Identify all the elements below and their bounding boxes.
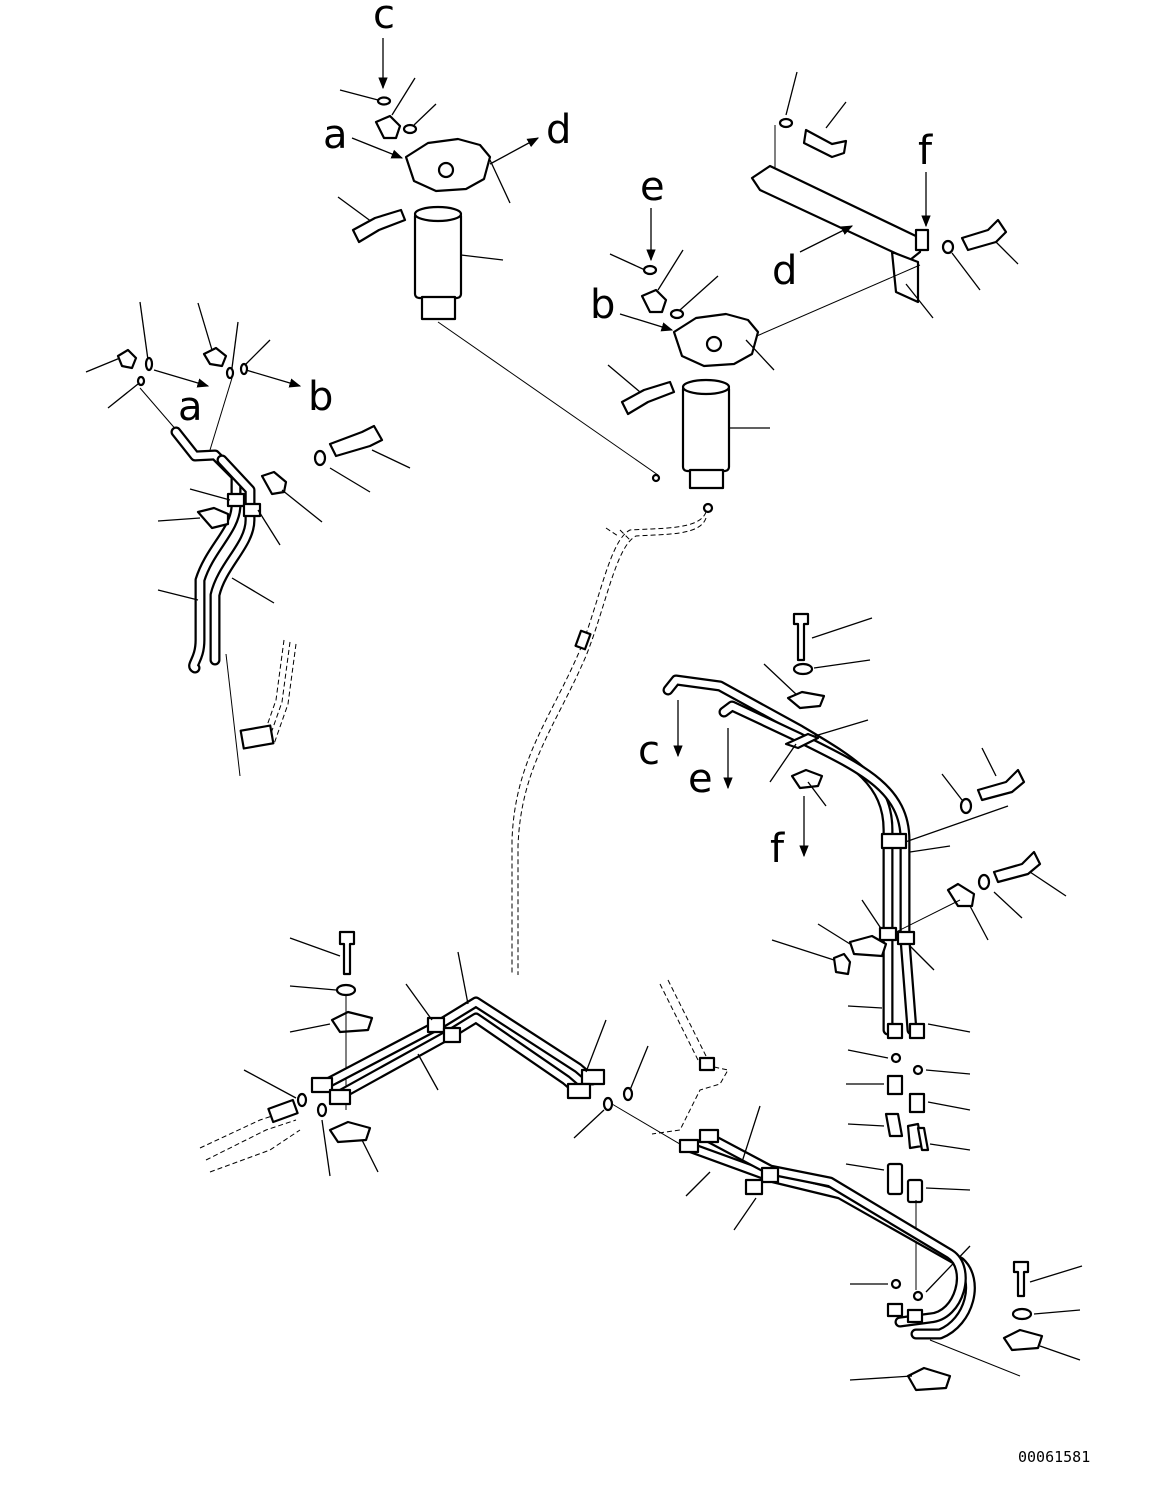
- nipple-icon: [886, 1162, 904, 1196]
- washer-icon: [335, 983, 357, 997]
- bolt-icon: [992, 850, 1042, 884]
- sleeve-icon: [884, 1112, 904, 1138]
- clamp-icon: [196, 506, 230, 530]
- o-ring-icon: [376, 96, 392, 106]
- adapter-icon: [886, 1074, 904, 1096]
- o-ring-icon: [890, 1052, 902, 1064]
- nut-icon: [678, 1138, 700, 1154]
- filter-assembly-right: e b: [590, 164, 775, 514]
- right-pipe-assembly: c e f: [638, 612, 1067, 1302]
- connector-icon: [239, 724, 275, 750]
- ref-letter-e-right: e: [688, 756, 713, 802]
- filter-assembly-left: c a d: [323, 0, 659, 476]
- fuel-filter-cartridge-icon: [413, 210, 463, 300]
- bolt-icon: [976, 768, 1026, 802]
- ref-letter-c-right: c: [638, 728, 660, 774]
- clamp-icon: [330, 1010, 374, 1034]
- drain-hose: [511, 511, 707, 975]
- clamp-icon: [698, 1056, 716, 1072]
- connector-icon: [116, 348, 138, 370]
- clamp-icon: [946, 882, 976, 908]
- ref-letter-f-top: f: [918, 128, 933, 174]
- ref-letter-f-right: f: [770, 826, 785, 872]
- ref-letter-c-top: c: [373, 0, 395, 38]
- ref-letter-e-top: e: [640, 164, 665, 210]
- ref-letter-b-left: b: [308, 374, 333, 420]
- ref-letter-d-top: d: [546, 107, 571, 153]
- clamp-icon: [426, 1016, 446, 1034]
- clamp-icon: [328, 1120, 372, 1144]
- lower-pipe-assembly: [199, 930, 1083, 1392]
- washer-icon: [792, 662, 814, 676]
- clamp-icon: [226, 492, 246, 508]
- nut-icon: [832, 952, 852, 976]
- nut-icon: [310, 1076, 334, 1094]
- bracket-icon: [750, 164, 922, 262]
- ref-letter-d-right: d: [772, 248, 797, 294]
- drawing-code: 00061581: [1018, 1448, 1090, 1466]
- left-pipe-assembly: b a: [85, 301, 411, 777]
- washer-icon: [959, 797, 973, 815]
- bolt-icon: [351, 208, 407, 244]
- ref-letter-b-head: b: [590, 282, 615, 328]
- washer-icon: [778, 117, 794, 129]
- fuel-filter-cartridge-icon: [681, 383, 731, 473]
- washer-icon: [313, 449, 327, 467]
- bolt-icon: [338, 930, 356, 976]
- clamp-icon: [790, 768, 824, 790]
- ref-letter-a-head: a: [323, 112, 348, 158]
- clamp-icon: [906, 1366, 952, 1392]
- washer-icon: [1011, 1307, 1033, 1321]
- nut-icon: [580, 1068, 606, 1086]
- bolt-icon: [1012, 1260, 1030, 1298]
- bolt-icon: [328, 424, 384, 458]
- clamp-icon: [1002, 1328, 1044, 1352]
- elbow-fitting-icon: [640, 288, 668, 314]
- clamp-icon: [260, 470, 288, 496]
- bolt-icon: [802, 128, 848, 159]
- bolt-icon: [792, 612, 810, 662]
- ref-letter-a-left: a: [178, 384, 203, 430]
- elbow-fitting-icon: [374, 114, 402, 140]
- mounting-bracket-assembly: f d: [719, 71, 1019, 353]
- connector-icon: [202, 346, 228, 368]
- clamp-icon: [786, 690, 826, 710]
- bolt-icon: [620, 380, 676, 416]
- clamp-icon: [848, 934, 888, 958]
